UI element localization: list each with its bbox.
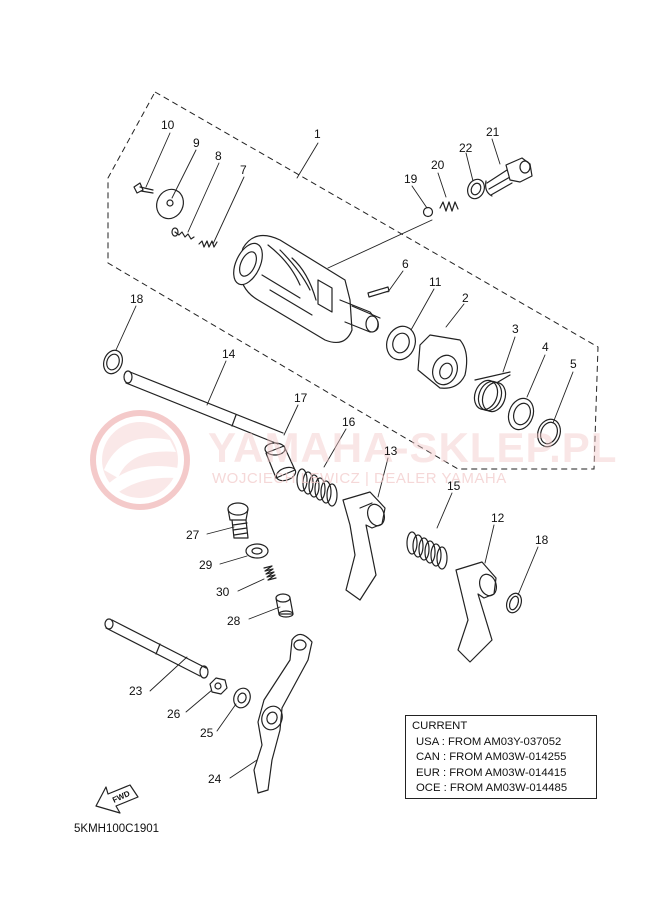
callout-8: 8 [215, 149, 222, 163]
part-19-ball [422, 206, 434, 218]
callout-22: 22 [459, 141, 473, 155]
part-30-spring [263, 565, 277, 581]
part-15-spring [406, 531, 448, 570]
callout-9: 9 [193, 136, 200, 150]
callout-19: 19 [404, 172, 418, 186]
callout-24: 24 [208, 772, 222, 786]
callout-21: 21 [486, 125, 500, 139]
part-14-shaft [123, 370, 284, 445]
fwd-arrow-icon [95, 784, 139, 814]
callout-18-upper: 18 [130, 292, 144, 306]
callout-5: 5 [570, 357, 577, 371]
current-row-usa: USA : FROM AM03Y-037052 [416, 735, 562, 748]
callout-28: 28 [227, 614, 241, 628]
assembly-boundary [107, 91, 599, 470]
part-24-shift-arm [253, 633, 313, 794]
part-9-plate [156, 188, 184, 220]
callout-4: 4 [542, 340, 549, 354]
callout-29: 29 [199, 558, 213, 572]
callout-11: 11 [429, 275, 442, 289]
part-3-torsion-spring [473, 371, 511, 413]
part-12-shift-fork [455, 561, 498, 663]
part-7-spring [198, 240, 218, 248]
callout-25: 25 [200, 726, 214, 740]
callout-26: 26 [167, 707, 181, 721]
part-8-pin [171, 227, 195, 240]
callout-14: 14 [222, 347, 236, 361]
part-1-shift-drum [233, 234, 381, 343]
callout-15: 15 [447, 479, 461, 493]
part-13-shift-fork [342, 491, 386, 601]
part-26-nut [209, 677, 228, 695]
callout-30: 30 [216, 585, 230, 599]
part-10-screw [133, 182, 154, 194]
part-11-washer [386, 325, 416, 361]
part-28-pin [275, 593, 294, 618]
part-23-shaft [104, 618, 209, 679]
part-18-circlip-upper [102, 349, 124, 375]
diagram-code: 5KMH100C1901 [74, 823, 160, 835]
callout-27: 27 [186, 528, 200, 542]
leader-lines [115, 132, 574, 779]
part-2-segment [417, 334, 468, 389]
callout-23: 23 [129, 684, 143, 698]
current-serial-box: CURRENT USA : FROM AM03Y-037052 CAN : FR… [405, 715, 597, 799]
watermark-title: YAMAHA-SKLEP.PL [208, 424, 618, 471]
part-21-bolt [485, 157, 533, 197]
callout-17: 17 [294, 391, 308, 405]
callout-1: 1 [314, 127, 321, 141]
part-6-pin [367, 286, 390, 298]
part-4-washer [507, 397, 535, 431]
callout-10: 10 [161, 118, 175, 132]
callout-12: 12 [491, 511, 505, 525]
callout-3: 3 [512, 322, 519, 336]
part-16-spring [296, 468, 338, 507]
callout-6: 6 [402, 257, 409, 271]
part-5-circlip [537, 418, 561, 448]
callout-18-lower: 18 [535, 533, 549, 547]
callout-13: 13 [384, 444, 398, 458]
current-box-title: CURRENT [412, 720, 468, 732]
current-row-eur: EUR : FROM AM03W-014415 [416, 766, 567, 779]
current-row-can: CAN : FROM AM03W-014255 [416, 751, 567, 764]
part-27-bolt [227, 502, 249, 539]
callout-7: 7 [240, 163, 247, 177]
watermark-subtitle: WOJCIECH LEWICZ | DEALER YAMAHA [212, 470, 507, 487]
callout-16: 16 [342, 415, 356, 429]
part-17-bushing [264, 442, 297, 482]
callout-20: 20 [431, 158, 445, 172]
callout-2: 2 [462, 291, 469, 305]
part-22-washer [467, 178, 485, 200]
current-row-oce: OCE : FROM AM03W-014485 [416, 782, 568, 795]
watermark-logo [90, 410, 190, 510]
part-25-washer [233, 687, 251, 709]
part-20-spring [439, 201, 459, 212]
part-18-circlip-lower [505, 592, 523, 614]
part-29-washer [245, 543, 269, 559]
